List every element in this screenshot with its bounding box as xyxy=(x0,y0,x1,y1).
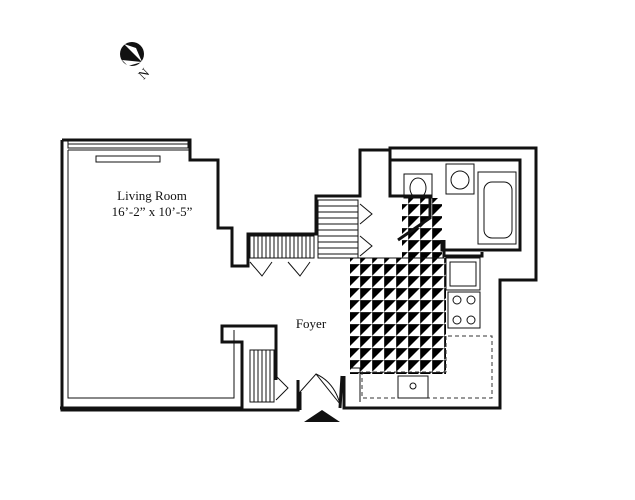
room-dimensions: 16’-2” x 10’-5” xyxy=(111,204,193,219)
room-name: Living Room xyxy=(117,188,187,203)
closet-shelves-upper xyxy=(317,199,373,259)
room-label-foyer: Foyer xyxy=(286,316,336,332)
foyer-tile-floor xyxy=(350,258,446,374)
entry-arrow-icon xyxy=(304,410,340,422)
radiator xyxy=(95,155,161,163)
entry-door xyxy=(299,373,341,405)
living-room-interior xyxy=(67,149,235,399)
kitchen-sink-icon xyxy=(397,375,429,399)
exterior-walls xyxy=(60,138,538,412)
living-room-inner-wall xyxy=(60,324,278,410)
room-label-living-room: Living Room 16’-2” x 10’-5” xyxy=(92,188,212,220)
compass-icon xyxy=(120,42,144,66)
sink-icon xyxy=(445,163,475,195)
bathroom-tile-floor xyxy=(402,198,442,262)
bathroom xyxy=(388,148,522,258)
closet-shelves-lower xyxy=(249,349,289,403)
bathtub-icon xyxy=(477,171,517,245)
refrigerator-icon xyxy=(445,257,481,291)
closet-shelves xyxy=(249,235,315,277)
stove-icon xyxy=(447,291,481,329)
kitchen xyxy=(350,257,493,402)
room-name: Foyer xyxy=(295,316,327,331)
